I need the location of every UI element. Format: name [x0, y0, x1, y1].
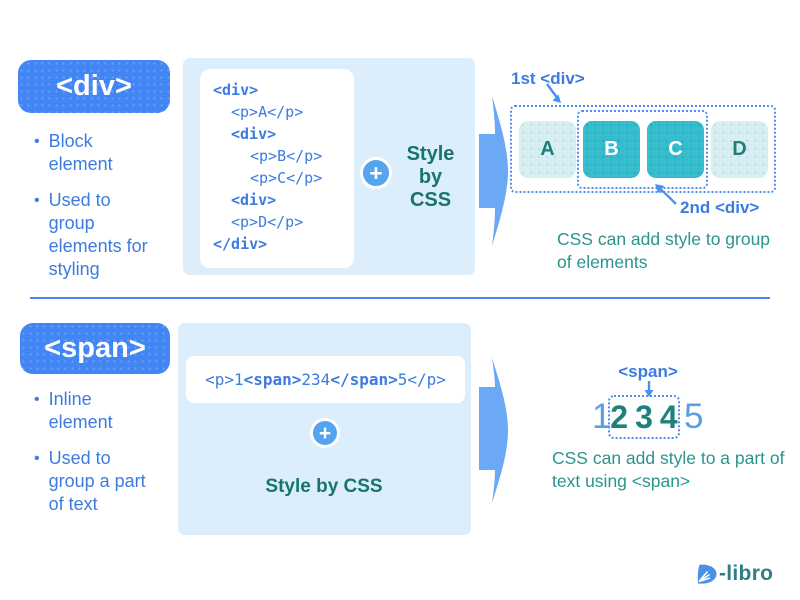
style-by-css-label: Style by CSS — [393, 143, 468, 212]
second-div-label: 2nd <div> — [680, 198, 760, 217]
bullet-icon: • — [34, 391, 40, 408]
section-divider — [30, 297, 770, 299]
element-box-b: B — [583, 121, 640, 178]
code-line: <div> — [231, 191, 277, 209]
style-by-css-line: CSS — [409, 189, 452, 211]
bullet-text: Used to group a part of text — [48, 448, 146, 514]
dlibro-logo: -libro — [694, 562, 773, 586]
div-caption: CSS can add style to group of elements — [557, 229, 771, 272]
span-outline: 234 — [608, 395, 680, 439]
style-by-css-label: Style by CSS — [265, 476, 383, 497]
list-item: • Inline element — [34, 388, 153, 434]
style-by-css-line: by — [418, 166, 443, 188]
code-line: <p>B</p> — [250, 147, 323, 165]
code-line: <p>D</p> — [231, 213, 304, 231]
span-annotation-label: <span> — [618, 362, 678, 381]
div-bullet-list: • Block element • Used to group elements… — [34, 130, 153, 294]
span-tag-badge: <span> — [20, 323, 170, 374]
bullet-icon: • — [34, 192, 40, 209]
dlibro-logo-icon — [697, 564, 717, 584]
div-tag-badge: <div> — [18, 60, 170, 113]
code-token: 5</p> — [397, 370, 446, 389]
numbers-inside-span: 234 — [610, 398, 685, 435]
code-token: <p>1 — [205, 370, 244, 389]
bullet-text: Used to group elements for styling — [48, 190, 148, 279]
flow-arrow-icon — [479, 96, 508, 246]
list-item: • Used to group a part of text — [34, 447, 153, 516]
bullet-text: Block element — [48, 131, 113, 174]
list-item: • Used to group elements for styling — [34, 189, 153, 281]
element-box-d: D — [711, 121, 768, 178]
code-line: <div> — [213, 81, 259, 99]
arrow-down-icon — [644, 381, 654, 397]
code-token: <span> — [243, 370, 302, 389]
bullet-icon: • — [34, 133, 40, 150]
arrow-down-right-icon — [546, 83, 561, 103]
code-line: </div> — [213, 235, 268, 253]
code-line: <p>C</p> — [250, 169, 323, 187]
number-after-span: 5 — [684, 397, 704, 436]
second-div-outline — [577, 110, 708, 189]
element-box-a: A — [519, 121, 576, 178]
arrow-up-left-icon — [655, 184, 677, 205]
div-code-card: <div> <p>A</p> <div> <p>B</p> <p>C</p> <… — [200, 69, 354, 268]
number-before-span: 1 — [592, 397, 612, 436]
first-div-outline — [510, 105, 776, 193]
element-box-c: C — [647, 121, 704, 178]
bullet-icon: • — [34, 450, 40, 467]
list-item: • Block element — [34, 130, 153, 176]
span-caption: CSS can add style to a part of text usin… — [552, 448, 785, 491]
code-line: <div> — [231, 125, 277, 143]
plus-icon: + — [310, 418, 340, 448]
first-div-label: 1st <div> — [511, 69, 585, 88]
code-token: </span> — [330, 370, 398, 389]
code-line: <p>A</p> — [231, 103, 304, 121]
logo-text: -libro — [719, 562, 774, 585]
plus-icon: + — [360, 157, 392, 189]
span-bullet-list: • Inline element • Used to group a part … — [34, 388, 153, 529]
bullet-text: Inline element — [48, 389, 113, 432]
code-token: 234 — [301, 370, 331, 389]
style-by-css-line: Style — [406, 143, 455, 165]
span-code-card: <p>1<span>234</span>5</p> — [186, 356, 465, 403]
flow-arrow-icon — [479, 358, 508, 503]
